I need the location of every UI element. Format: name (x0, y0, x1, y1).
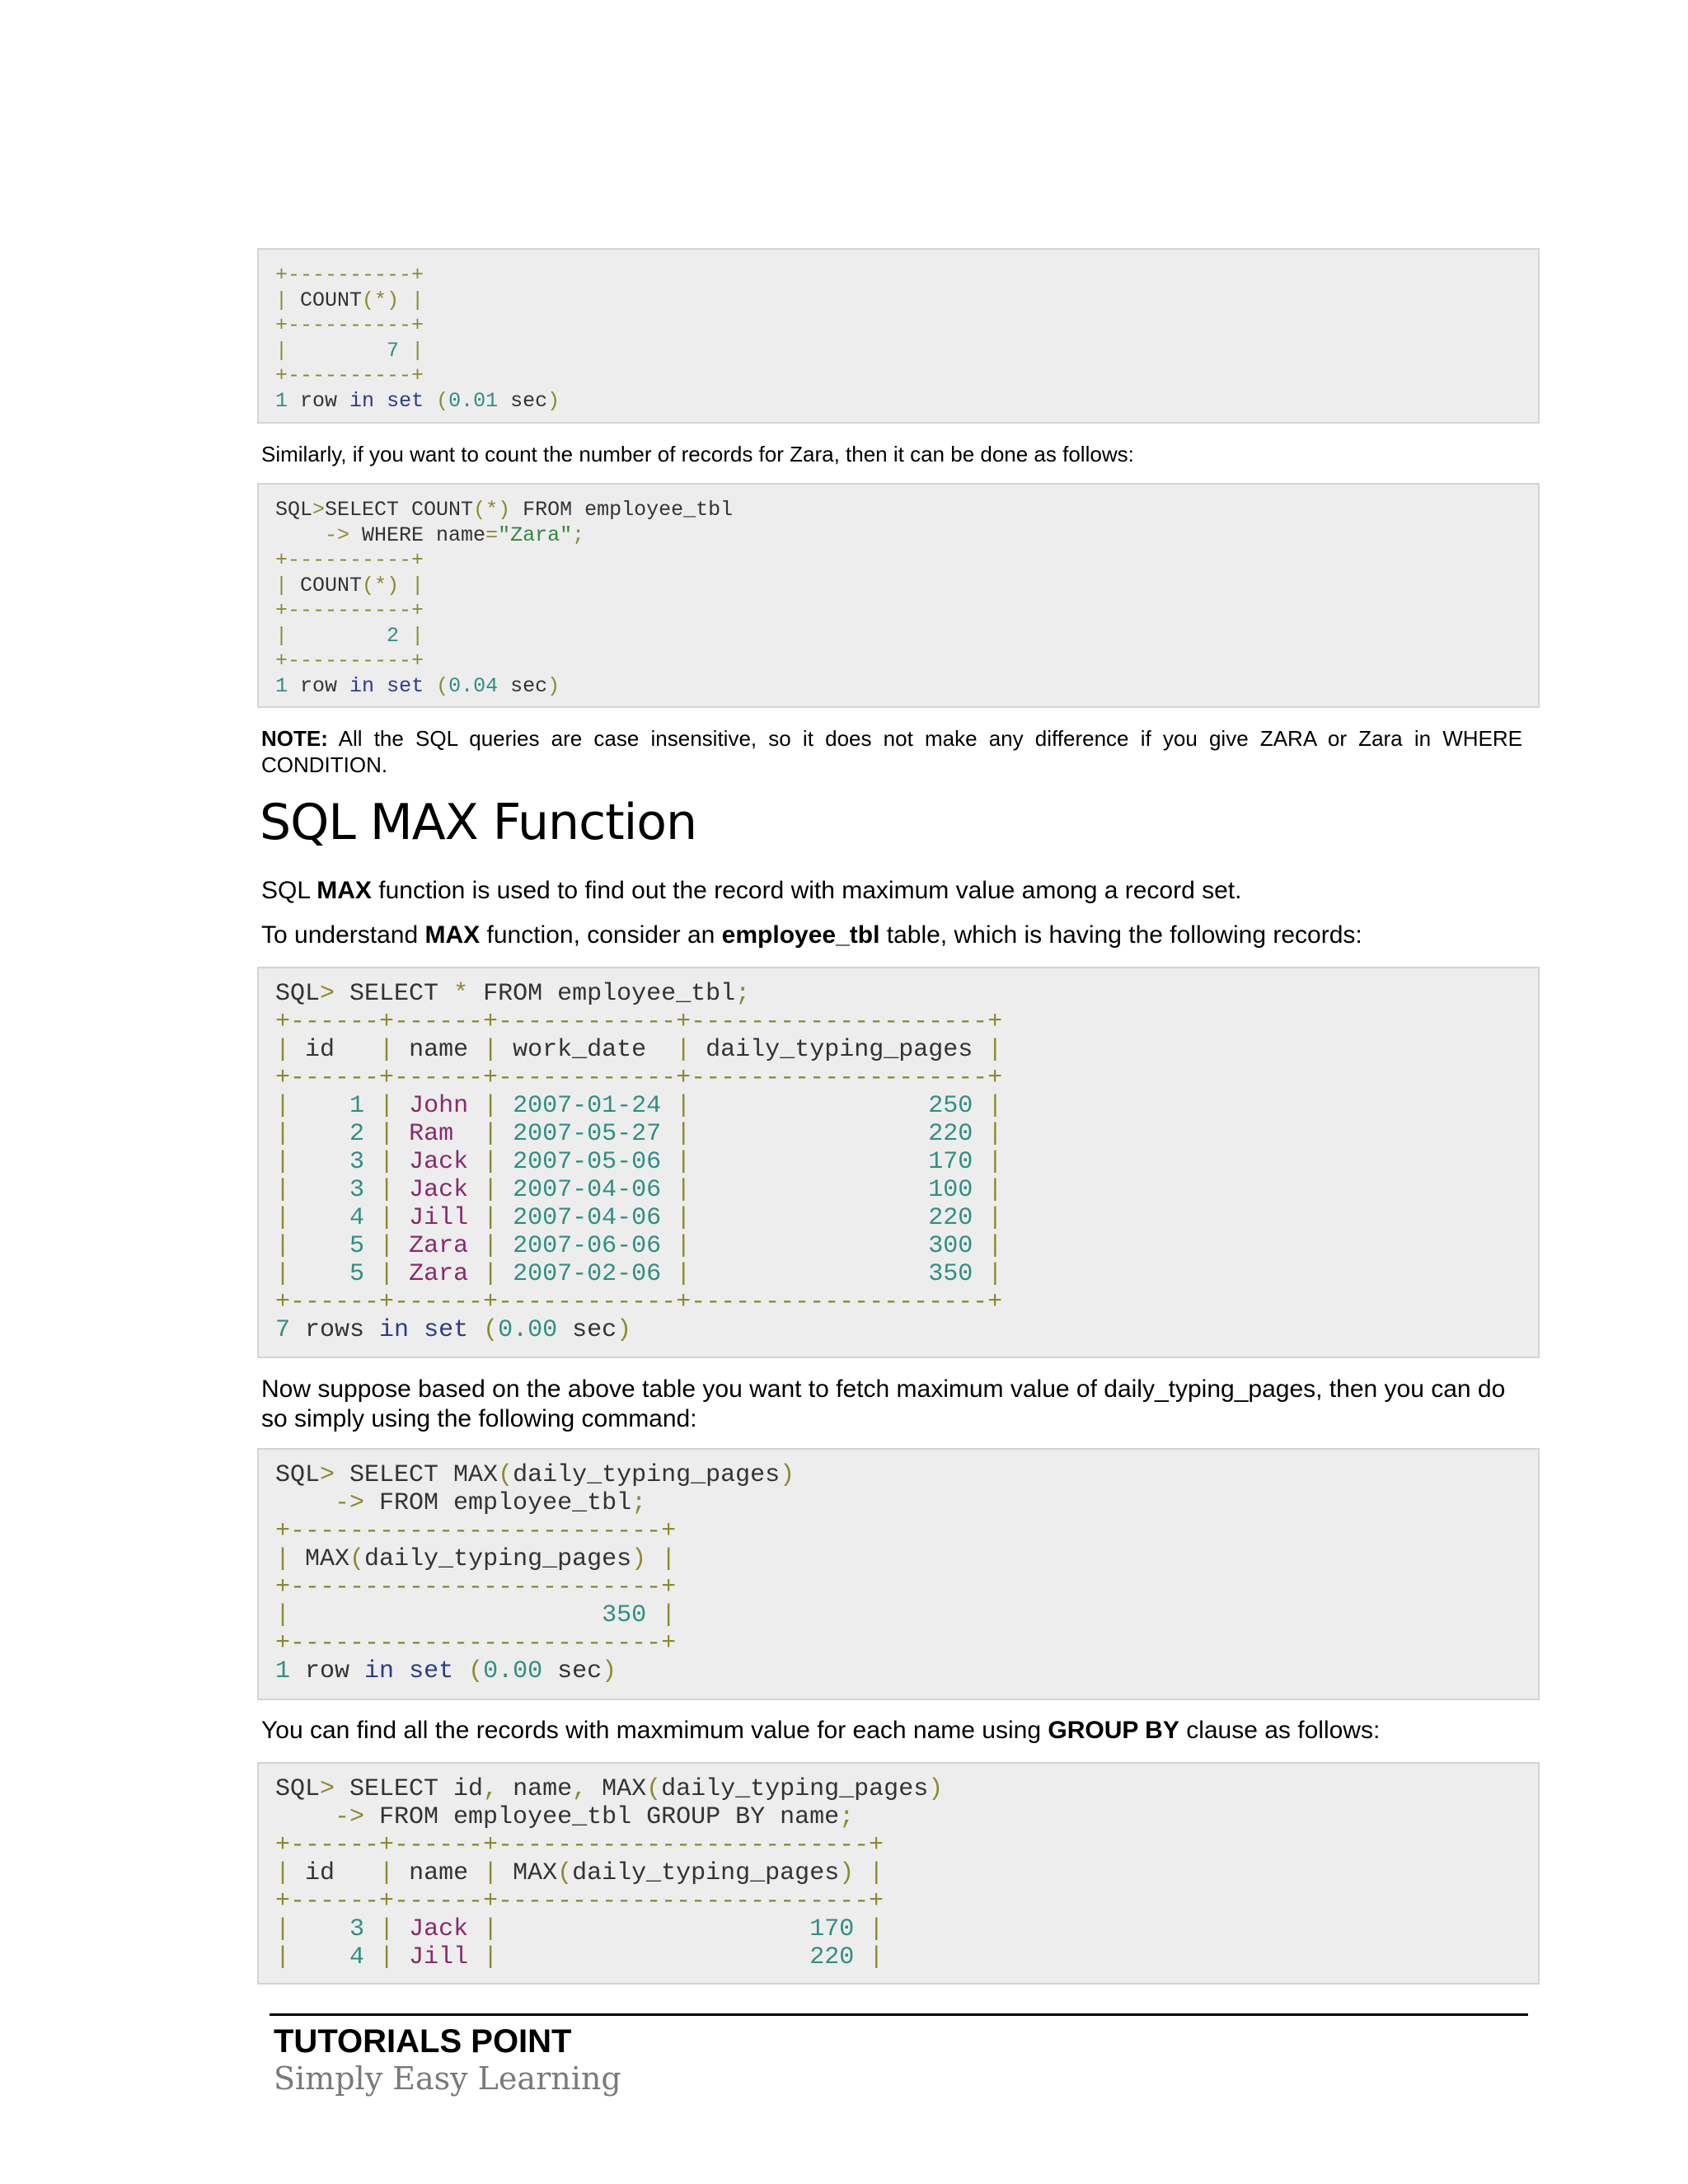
footer-divider (270, 2013, 1528, 2016)
code-text: SQL>SELECT COUNT(*) FROM employee_tbl ->… (275, 498, 734, 698)
section-heading: SQL MAX Function (260, 794, 697, 851)
note-label: NOTE: (261, 726, 328, 751)
text: clause as follows: (1179, 1717, 1381, 1744)
paragraph-group-by: You can find all the records with maxmim… (261, 1716, 1522, 1746)
code-block-group-by: SQL> SELECT id, name, MAX(daily_typing_p… (257, 1762, 1540, 1985)
text: You can find all the records with maxmim… (261, 1717, 1048, 1744)
text: function is used to find out the record … (371, 877, 1242, 904)
paragraph-suppose: Now suppose based on the above table you… (261, 1376, 1506, 1432)
bold-text: MAX (316, 877, 372, 904)
code-block-max-pages: SQL> SELECT MAX(daily_typing_pages) -> F… (257, 1448, 1540, 1700)
bold-text: GROUP BY (1048, 1717, 1179, 1744)
paragraph-max-definition: SQL MAX function is used to find out the… (261, 876, 1522, 906)
code-block-count-all-result: +----------+ | COUNT(*) | +----------+ |… (257, 248, 1540, 424)
text: SQL (261, 877, 317, 904)
code-text: SQL> SELECT id, name, MAX(daily_typing_p… (275, 1775, 944, 1971)
note-text: All the SQL queries are case insensitive… (261, 726, 1522, 777)
text: function, consider an (480, 921, 722, 949)
note-paragraph: NOTE: All the SQL queries are case insen… (261, 725, 1522, 778)
code-text: SQL> SELECT MAX(daily_typing_pages) -> F… (275, 1461, 795, 1685)
text: To understand (261, 921, 425, 949)
paragraph-understand: To understand MAX function, consider an … (261, 921, 1522, 950)
footer-title: TUTORIALS POINT (274, 2023, 572, 2060)
code-block-employee-table: SQL> SELECT * FROM employee_tbl; +------… (257, 967, 1540, 1358)
text: table, which is having the following rec… (879, 921, 1362, 949)
code-text: SQL> SELECT * FROM employee_tbl; +------… (275, 980, 1003, 1344)
paragraph-similarly: Similarly, if you want to count the numb… (261, 442, 1134, 466)
bold-text: employee_tbl (721, 921, 880, 949)
code-block-count-zara: SQL>SELECT COUNT(*) FROM employee_tbl ->… (257, 483, 1540, 708)
code-text: +----------+ | COUNT(*) | +----------+ |… (275, 263, 560, 413)
bold-text: MAX (424, 921, 481, 949)
footer-subtitle: Simply Easy Learning (274, 2060, 621, 2097)
